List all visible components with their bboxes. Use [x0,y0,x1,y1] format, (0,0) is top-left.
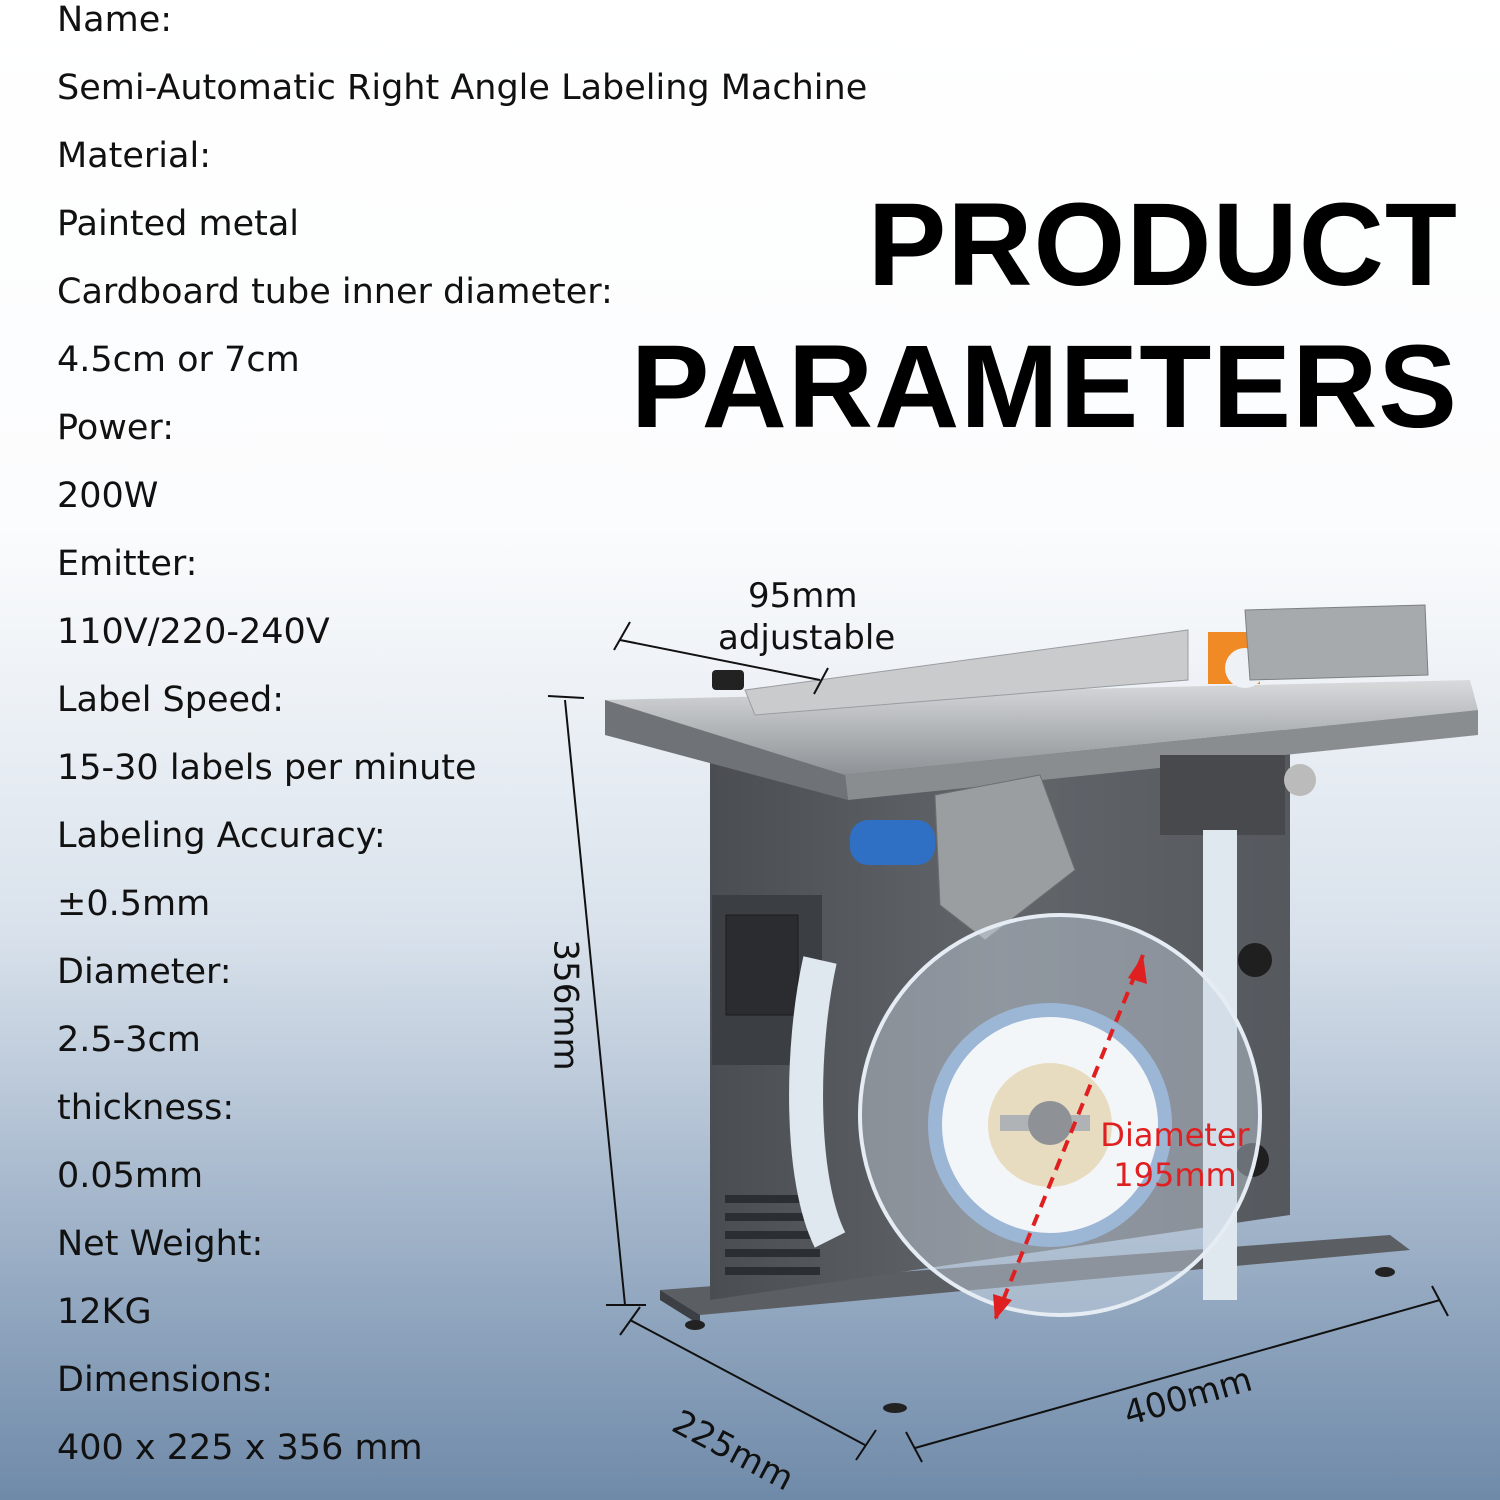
spec-label-name: Name: [57,0,173,40]
spec-label-tube-diameter: Cardboard tube inner diameter: [57,272,613,312]
spec-label-power: Power: [57,408,174,448]
dim-356mm-label: 356mm [545,939,586,1071]
heading-line-1: PRODUCT [867,179,1458,311]
spec-value-thickness: 0.05mm [57,1156,204,1196]
width-95-dimension [613,621,829,695]
spec-value-accuracy: ±0.5mm [57,884,211,924]
length-400-dimension [905,1285,1449,1463]
guide-rail [744,629,1189,716]
dim-95mm-label: 95mm [748,576,858,616]
dim-adjustable-label: adjustable [718,618,896,658]
spec-label-label-speed: Label Speed: [57,680,285,720]
spec-label-net-weight: Net Weight: [57,1224,264,1264]
spec-label-material: Material: [57,136,211,176]
blue-roller [850,820,935,865]
vent-grille [725,1195,820,1275]
mounting-bracket [934,774,1076,941]
spec-value-emitter: 110V/220-240V [57,612,330,652]
spec-value-net-weight: 12KG [57,1292,152,1332]
spec-label-accuracy: Labeling Accuracy: [57,816,386,856]
spec-value-dimensions: 400 x 225 x 356 mm [57,1428,423,1468]
spec-value-material: Painted metal [57,204,300,244]
spec-value-diameter: 2.5-3cm [57,1020,201,1060]
foot-left [685,1320,705,1330]
spec-value-power: 200W [57,476,159,516]
depth-225-dimension [619,1306,877,1461]
roll-diameter-arrow [993,954,1145,1321]
spec-value-label-speed: 15-30 labels per minute [57,748,477,788]
side-knob-lower [1235,1143,1269,1177]
adjust-knob [712,670,744,690]
side-knob-top [1284,764,1316,796]
spindle-hub [1028,1101,1072,1145]
motor-housing [1244,604,1429,681]
label-web [789,830,1237,1300]
base-plate-front [660,1290,700,1325]
heading-line-2: PARAMETERS [630,321,1458,453]
side-mechanism [1160,755,1285,835]
foot-right [1375,1267,1395,1277]
spec-label-diameter: Diameter: [57,952,232,992]
spec-label-thickness: thickness: [57,1088,235,1128]
height-356-dimension [547,695,646,1306]
roll-diameter-arrowhead-top [1128,955,1147,984]
roll-diameter-title: Diameter [1100,1116,1250,1154]
spec-value-name: Semi-Automatic Right Angle Labeling Mach… [57,68,868,108]
foot-front [883,1403,907,1413]
roll-diameter-arrowhead-bottom [993,1294,1012,1320]
side-knob-middle [1238,943,1272,977]
spec-label-dimensions: Dimensions: [57,1360,274,1400]
top-table-side [605,700,848,800]
spec-value-tube-diameter: 4.5cm or 7cm [57,340,300,380]
spec-label-emitter: Emitter: [57,544,198,584]
display-screen [725,914,799,1016]
roll-diameter-label: Diameter 195mm [1090,1115,1260,1195]
roll-diameter-value: 195mm [1113,1156,1237,1194]
